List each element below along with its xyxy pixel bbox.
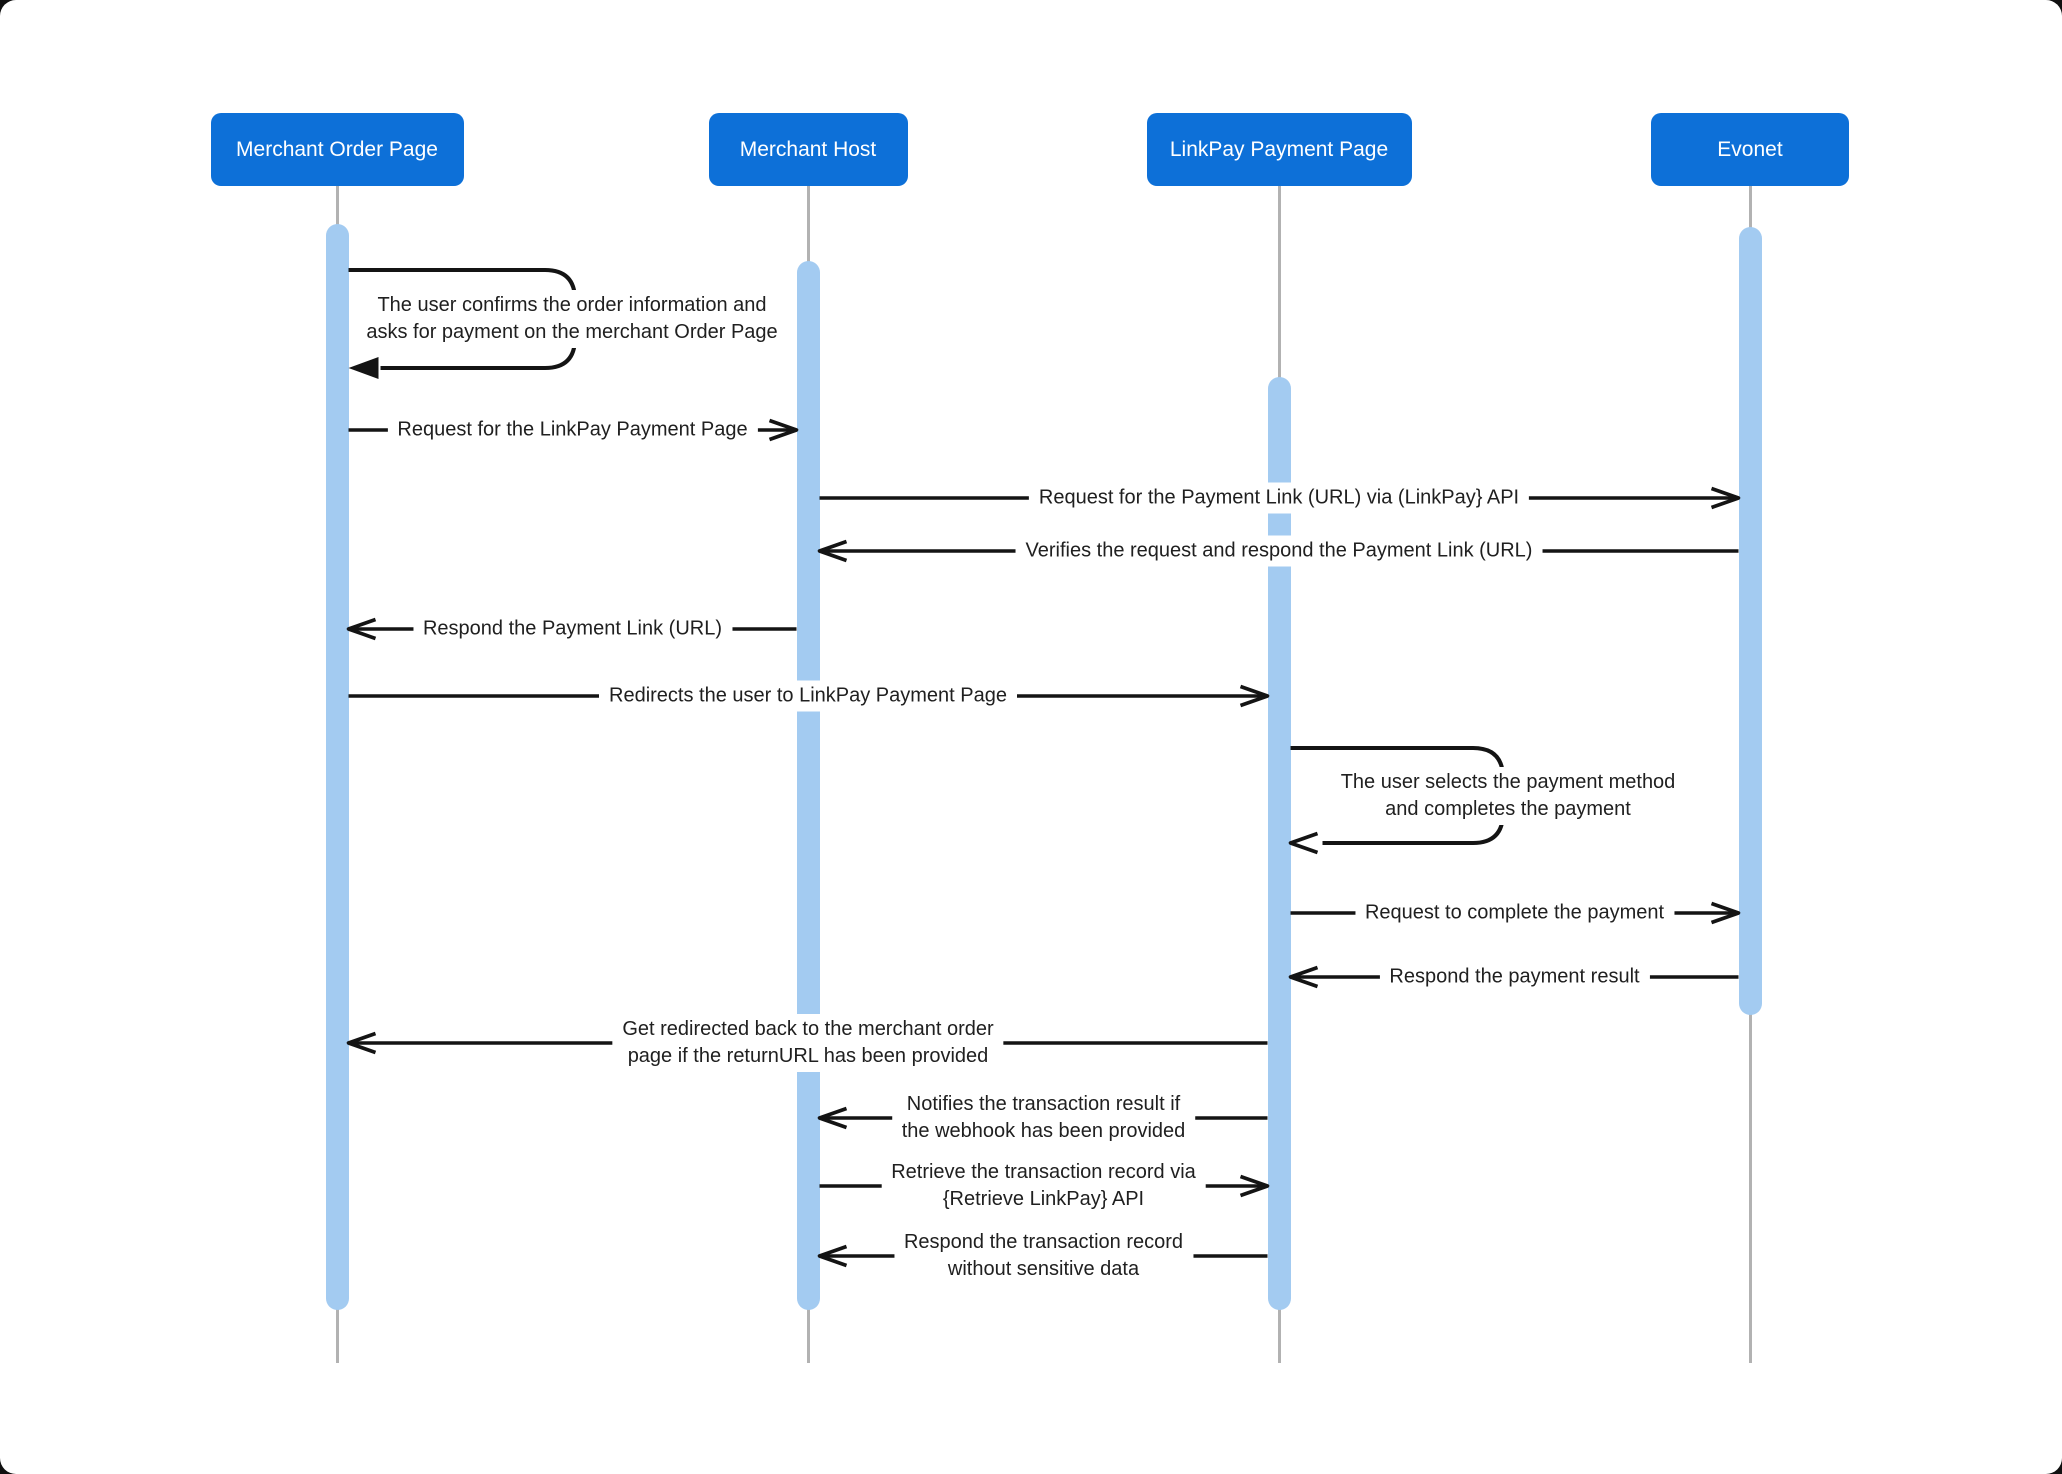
message-label-redirect-back-to-merchant: Get redirected back to the merchant orde… <box>612 1014 1004 1072</box>
message-label-redirect-user-to-linkpay: Redirects the user to LinkPay Payment Pa… <box>599 680 1017 712</box>
message-label-request-payment-link: Request for the Payment Link (URL) via (… <box>1028 482 1530 514</box>
message-label-respond-transaction-record-line: Respond the transaction record <box>903 1231 1184 1253</box>
actor-label-merchant-order-page: Merchant Order Page <box>236 137 438 161</box>
message-label-request-complete-payment-line: Request to complete the payment <box>1364 901 1665 924</box>
actor-box-linkpay-payment-page: LinkPay Payment Page <box>1146 113 1412 186</box>
actor-label-merchant-host: Merchant Host <box>739 137 877 161</box>
message-label-respond-transaction-record-line: without sensitive data <box>947 1258 1140 1280</box>
arrowhead-redirect-back-to-merchant <box>346 1031 377 1055</box>
message-label-respond-transaction-record: Respond the transaction record without se… <box>893 1227 1194 1285</box>
message-label-user-confirms-order: The user confirms the order information … <box>356 290 788 348</box>
message-label-respond-payment-link-line: Respond the Payment Link (URL) <box>422 617 723 640</box>
actor-box-merchant-host: Merchant Host <box>708 113 908 186</box>
message-label-retrieve-transaction-record: Retrieve the transaction record via {Retr… <box>881 1157 1206 1215</box>
message-label-redirect-back-to-merchant-line: Get redirected back to the merchant orde… <box>622 1018 994 1040</box>
message-label-retrieve-transaction-record-line: Retrieve the transaction record via <box>891 1161 1196 1183</box>
message-label-notify-transaction-result: Notifies the transaction result if the we… <box>891 1089 1196 1147</box>
arrowhead-redirect-user-to-linkpay <box>1239 684 1270 708</box>
arrowhead-retrieve-transaction-record <box>1239 1174 1270 1198</box>
message-label-respond-payment-link: Respond the Payment Link (URL) <box>412 613 733 645</box>
message-label-user-selects-payment-method-line: The user selects the payment method <box>1340 770 1676 793</box>
message-label-request-linkpay-payment-page: Request for the LinkPay Payment Page <box>387 414 758 446</box>
actor-label-evonet: Evonet <box>1717 137 1783 161</box>
arrowhead-request-payment-link <box>1710 486 1741 510</box>
message-label-redirect-user-to-linkpay-line: Redirects the user to LinkPay Payment Pa… <box>609 684 1007 707</box>
message-label-request-payment-link-line: Request for the Payment Link (URL) via (… <box>1038 486 1520 509</box>
message-label-request-complete-payment: Request to complete the payment <box>1354 897 1675 929</box>
message-label-user-confirms-order-line: asks for payment on the merchant Order P… <box>366 321 778 343</box>
actor-label-linkpay-payment-page: LinkPay Payment Page <box>1169 137 1389 161</box>
message-label-user-selects-payment-method-line: and completes the payment <box>1385 797 1631 820</box>
message-label-user-selects-payment-method: The user selects the payment method and c… <box>1330 766 1686 825</box>
actor-box-merchant-order-page: Merchant Order Page <box>210 113 464 186</box>
arrowhead-respond-transaction-record <box>817 1244 848 1268</box>
actor-box-evonet: Evonet <box>1651 113 1849 186</box>
arrowhead-respond-payment-link <box>346 617 377 641</box>
message-label-notify-transaction-result-line: the webhook has been provided <box>901 1120 1186 1142</box>
arrowhead-verify-and-respond-payment-link <box>817 539 848 563</box>
arrowhead-user-confirms-order <box>348 357 379 379</box>
message-label-respond-payment-result: Respond the payment result <box>1379 961 1650 993</box>
arrowhead-request-complete-payment <box>1710 901 1741 925</box>
arrowhead-user-selects-payment-method <box>1288 831 1319 855</box>
activation-bar-merchant-order-page <box>325 224 349 1310</box>
message-label-retrieve-transaction-record-line: {Retrieve LinkPay} API <box>942 1188 1145 1210</box>
message-label-redirect-back-to-merchant-line: page if the returnURL has been provided <box>627 1045 989 1067</box>
arrowhead-respond-payment-result <box>1288 965 1319 989</box>
message-label-verify-and-respond-payment-link: Verifies the request and respond the Pay… <box>1015 535 1543 567</box>
activation-bar-linkpay-payment-page <box>1267 377 1291 1310</box>
message-label-verify-and-respond-payment-link-line: Verifies the request and respond the Pay… <box>1025 539 1533 562</box>
message-label-user-confirms-order-line: The user confirms the order information … <box>377 294 767 316</box>
activation-bar-evonet <box>1738 227 1762 1015</box>
arrowhead-notify-transaction-result <box>817 1106 848 1130</box>
message-label-request-linkpay-payment-page-line: Request for the LinkPay Payment Page <box>397 418 748 441</box>
arrowhead-request-linkpay-payment-page <box>768 418 799 442</box>
message-label-notify-transaction-result-line: Notifies the transaction result if <box>906 1093 1181 1115</box>
message-label-respond-payment-result-line: Respond the payment result <box>1389 965 1640 988</box>
